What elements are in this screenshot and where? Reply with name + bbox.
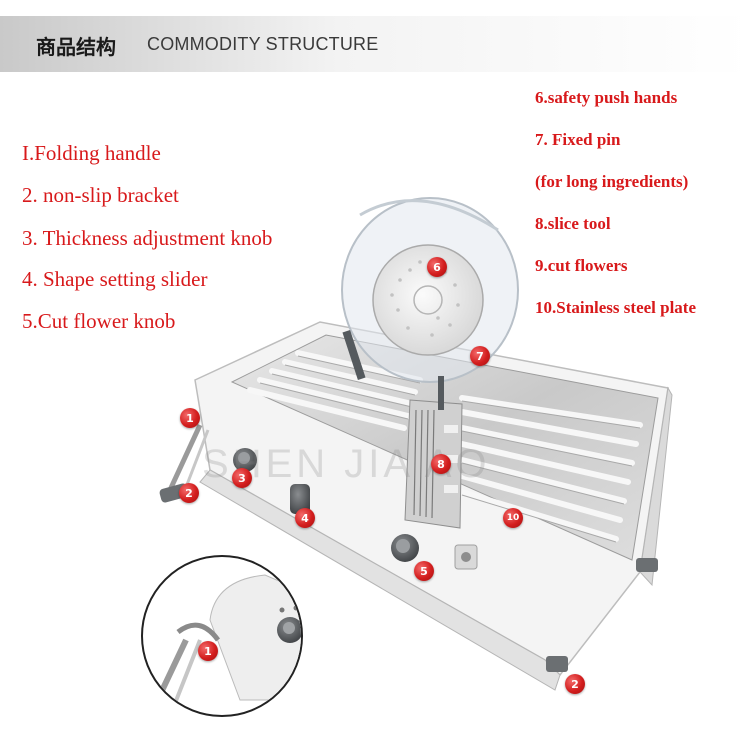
marker-2: 2 [179,483,199,503]
safety-push-hand [341,197,519,410]
label-slice-tool: 8.slice tool [535,214,611,233]
marker-1: 1 [180,408,200,428]
marker-6: 6 [427,257,447,277]
cut-flower-knob [391,534,419,562]
detail-inset [141,555,303,717]
label-cut-flowers: 9.cut flowers [535,256,628,275]
marker-10: 10 [503,508,523,528]
marker-2-right: 2 [565,674,585,694]
header-banner: 商品结构 COMMODITY STRUCTURE [0,16,750,72]
thickness-knob [233,448,257,472]
header-title-cn: 商品结构 [36,35,116,59]
label-steel-plate: 10.Stainless steel plate [535,298,697,317]
shape-setting-slider [290,484,310,514]
label-safety-push-hands: 6.safety push hands [535,88,678,107]
label-shape-slider: 4. Shape setting slider [22,267,208,291]
header-title-en: COMMODITY STRUCTURE [147,34,379,54]
label-fixed-pin-note: (for long ingredients) [535,172,689,191]
marker-7: 7 [470,346,490,366]
label-cut-flower-knob: 5.Cut flower knob [22,309,176,333]
marker-3: 3 [232,468,252,488]
marker-5: 5 [414,561,434,581]
label-non-slip-bracket: 2. non-slip bracket [22,183,179,207]
label-thickness-knob: 3. Thickness adjustment knob [22,226,273,250]
label-folding-handle: I.Folding handle [22,141,161,165]
marker-8: 8 [431,454,451,474]
label-fixed-pin: 7. Fixed pin [535,130,621,149]
marker-1-inset: 1 [198,641,218,661]
side-port [454,544,478,570]
marker-4: 4 [295,508,315,528]
right-foot [546,558,658,672]
